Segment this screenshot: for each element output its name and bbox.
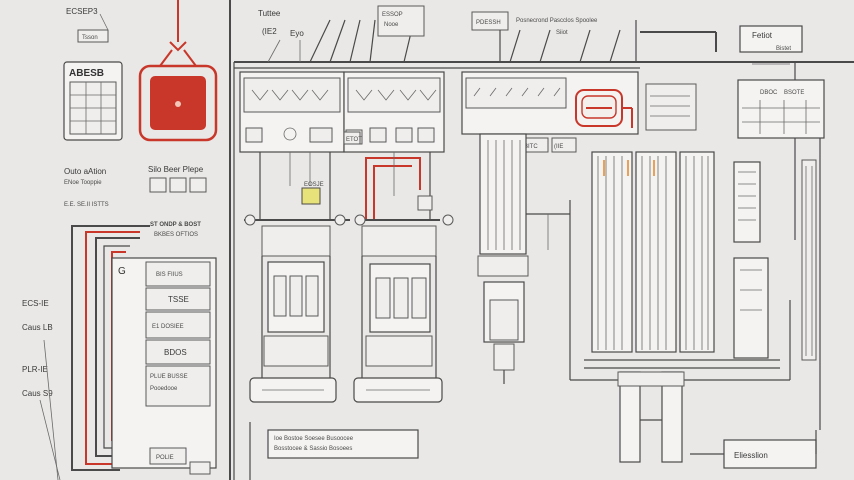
contactor-panel-mid [343,71,445,153]
switch-note-sub: BKBES OFTIOS [154,232,198,238]
top-block-label: ESSOP [382,12,403,18]
left-label-c: PLR-IE [22,365,48,374]
side-note-b: ENoe Tooppie [64,180,102,186]
term-c: (IIE [554,144,563,150]
top-right-box: Fetiot [752,31,773,40]
top-right-grid-b: BSOTE [784,90,804,96]
left-label-b: Caus LB [22,323,53,332]
bottom-note-text: Ioe Bostoe Soesee Busoocee [274,436,354,442]
top-left-tag [77,29,109,43]
right-terminal-column [733,159,817,361]
top-block-sub: Nooe [384,22,399,28]
top-left-label-a: ECSEP3 [66,7,98,16]
tuttee-code: (IE2 [262,27,277,36]
row-3: E1 DOSIEE [152,324,184,330]
row-2: TSSE [168,295,189,304]
side-note-d: Silo Beer Plepe [148,165,204,174]
row-5-sub: Pooedooe [150,386,178,392]
left-label-a: ECS-IE [22,299,49,308]
row-1: BIS FIIUS [156,272,183,278]
breaker-g: G [118,266,126,277]
top-right-tag: PDESSH [476,20,501,26]
top-strip-b: Siiot [556,30,568,36]
contactor-panel-left [239,71,345,153]
top-right-box-sub: Bistet [776,46,791,52]
top-right-grid-a: DBOC [760,90,778,96]
term-a: ETOT [346,137,362,143]
left-label-d: Caus S9 [22,389,53,398]
tuttee-sub: Eyo [290,29,304,38]
control-panel: ABESB [63,61,123,141]
term-b: BITC [524,144,538,150]
bottom-right-label: Eliesslion [734,451,768,460]
bottom-note: Ioe Bostoe Soesee Busoocee Bosstocee & S… [249,422,419,480]
bottom-tag: POLIE [156,455,174,461]
bottom-right-assembly: Eliesslion [617,371,817,469]
cable-harness [584,151,780,369]
bottom-note-sub: Bosstocee & Sassio Bosoees [274,446,352,452]
switch-note: ST ONDP & BOST [150,222,201,228]
red-device [138,0,218,142]
row-4: BDOS [164,348,187,357]
top-strip-a: Posnecrond Pascclos Spoolee [516,18,598,24]
frame-lines [229,0,854,480]
row-5: PLUE BUSSE [150,374,188,380]
top-left-label-b: Tsson [82,35,98,41]
motor-branch-right [477,133,570,384]
breaker-stack: G BIS FIIUS TSSE E1 DOSIEE BDOS PLUE BUS… [111,257,217,475]
motor-branch-mid [353,152,454,403]
motor-branch-left: EOSJE [244,152,350,403]
term-d: EOSJE [304,182,324,188]
tuttee-label: Tuttee [258,9,281,18]
top-right-grid: DBOC BSOTE [737,79,825,139]
panel-logo: ABESB [69,68,104,79]
side-note-a: Outo aAtion [64,167,106,176]
side-note-c: E.E. SE.II ISTTS [64,202,109,208]
contactor-panel-right [461,71,697,135]
